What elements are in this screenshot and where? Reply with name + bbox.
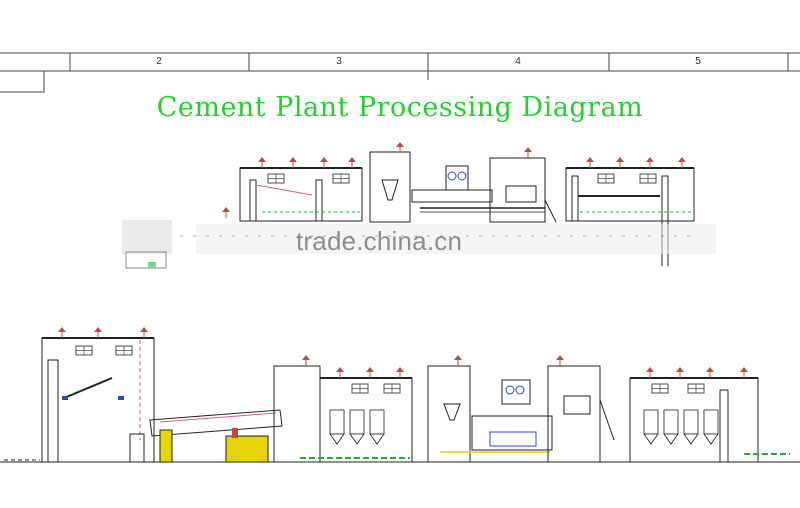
lower-packing-building — [629, 366, 790, 463]
zone-label: 4 — [515, 56, 521, 67]
lower-rotary-kiln — [129, 409, 283, 463]
upper-grinding-house — [420, 146, 557, 223]
title-block-corner — [0, 71, 45, 93]
diagram-title: Cement Plant Processing Diagram — [156, 92, 644, 123]
zone-label: 5 — [695, 56, 701, 67]
lower-preheater-tower — [41, 326, 155, 463]
upper-crusher-house — [369, 141, 493, 223]
upper-raw-material-building — [221, 156, 363, 222]
lower-cement-mill-house — [427, 354, 553, 463]
lower-clinker-silo-building — [273, 354, 413, 463]
zone-label: 2 — [156, 56, 162, 67]
lower-separator-house — [547, 354, 615, 463]
blurred-equipment-strip — [122, 220, 716, 269]
zone-label: 3 — [336, 56, 342, 67]
watermark-text: trade.china.cn — [296, 226, 463, 256]
